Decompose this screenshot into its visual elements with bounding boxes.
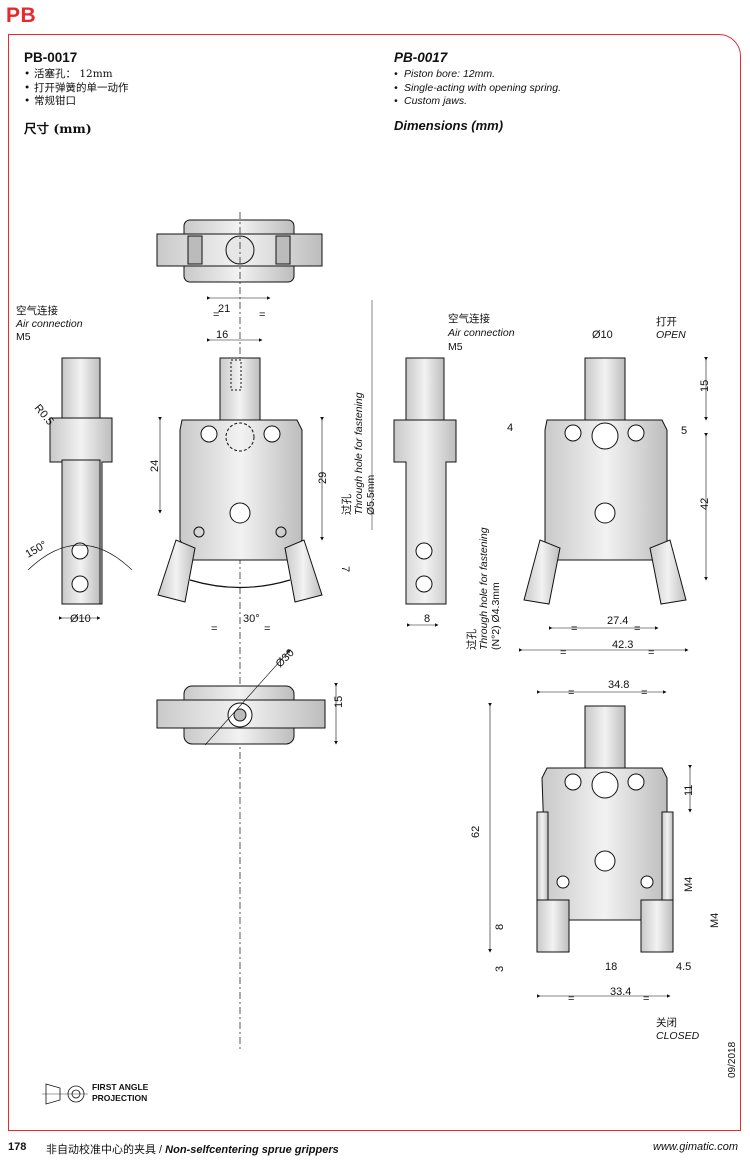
- bottom-view: [156, 649, 338, 746]
- dim-33-4: 33.4: [610, 986, 631, 998]
- footer-title: 非自动校准中心的夹具 / Non-selfcentering sprue gri…: [46, 1141, 339, 1157]
- equal-mark: =: [648, 647, 654, 659]
- dim-150deg: 150°: [24, 539, 50, 561]
- dim-42: 42: [699, 498, 711, 510]
- side-view-middle: [371, 300, 457, 627]
- dim-11: 11: [683, 785, 695, 796]
- dim-d10-left: Ø10: [70, 613, 91, 625]
- air-connection-en-label-2: Air connection: [447, 327, 515, 339]
- dim-8: 8: [424, 613, 430, 625]
- front-view: [157, 296, 324, 603]
- model-title-cn: PB-0017: [24, 50, 78, 65]
- air-connection-cn-label-2: 空气连接: [448, 312, 490, 325]
- closed-cn-label: 关闭: [656, 1016, 677, 1029]
- dim-5: 5: [681, 425, 687, 437]
- footer-title-en: Non-selfcentering sprue grippers: [165, 1144, 339, 1156]
- through-hole-en-label-2: Through hole for fastening: [478, 527, 490, 650]
- dim-18: 18: [605, 961, 617, 973]
- dim-d30: Ø30: [274, 647, 297, 670]
- dims-title-en: Dimensions (mm): [394, 117, 504, 133]
- footer-url[interactable]: www.gimatic.com: [653, 1141, 738, 1153]
- projection-line-2: PROJECTION: [92, 1093, 148, 1103]
- feature-list-cn: 活塞孔： 12mm 打开弹簧的单一动作 常规钳口: [24, 68, 129, 109]
- equal-mark: =: [641, 687, 647, 699]
- through-hole-cn-label: 过孔: [340, 494, 353, 515]
- through-hole-size-label: Ø5.5mm: [365, 474, 377, 515]
- air-connection-en-label: Air connection: [15, 318, 83, 330]
- feature-item: 常规钳口: [24, 95, 129, 109]
- equal-mark: =: [568, 687, 574, 699]
- model-title-en: PB-0017: [394, 50, 448, 65]
- open-cn-label: 打开: [656, 315, 677, 328]
- dim-29: 29: [317, 472, 329, 484]
- side-view-left: [27, 357, 133, 620]
- equal-mark: =: [643, 993, 649, 1005]
- equal-mark: =: [213, 309, 219, 321]
- dim-8-closed: 8: [494, 924, 506, 930]
- through-hole-size-label-2: (N°2) Ø4.3mm: [490, 582, 502, 650]
- projection-label: FIRST ANGLE PROJECTION: [92, 1082, 148, 1104]
- dim-27-4: 27.4: [607, 615, 628, 627]
- en-spec-block: PB-0017 Piston bore: 12mm. Single-acting…: [394, 50, 561, 133]
- m5-label: M5: [16, 331, 31, 343]
- dim-15-open: 15: [699, 380, 711, 392]
- dim-30deg: 30°: [243, 613, 260, 625]
- dims-title-cn: 尺寸 (mm): [24, 120, 92, 136]
- closed-en-label: CLOSED: [656, 1030, 700, 1042]
- dim-m4-a: M4: [683, 877, 695, 892]
- dim-24: 24: [149, 460, 161, 472]
- dim-15-bottom: 15: [333, 696, 345, 708]
- equal-mark: =: [634, 623, 640, 635]
- feature-item: Custom jaws.: [394, 95, 561, 109]
- dim-16: 16: [216, 329, 228, 341]
- through-hole-cn-label-2: 过孔: [465, 629, 478, 650]
- equal-mark: =: [571, 623, 577, 635]
- dim-21: 21: [218, 303, 230, 315]
- dim-d10-open: Ø10: [592, 329, 613, 341]
- feature-item: 打开弹簧的单一动作: [24, 82, 129, 96]
- projection-line-1: FIRST ANGLE: [92, 1082, 149, 1092]
- front-view-open: [519, 357, 708, 652]
- front-view-closed: [488, 690, 692, 998]
- dim-m4-b: M4: [709, 913, 721, 928]
- projection-symbol-icon: [42, 1083, 88, 1105]
- equal-mark: =: [560, 647, 566, 659]
- open-en-label: OPEN: [656, 329, 686, 341]
- feature-item: 活塞孔： 12mm: [24, 68, 129, 82]
- through-hole-en-label: Through hole for fastening: [353, 392, 365, 515]
- dim-3: 3: [494, 966, 506, 972]
- page-number: 178: [8, 1141, 27, 1153]
- equal-mark: =: [568, 993, 574, 1005]
- equal-mark: =: [259, 309, 265, 321]
- dim-4-5: 4.5: [676, 961, 691, 973]
- air-connection-cn-label: 空气连接: [16, 304, 58, 317]
- dim-4: 4: [507, 422, 513, 434]
- feature-item: Piston bore: 12mm.: [394, 68, 561, 82]
- dim-42-3: 42.3: [612, 639, 633, 651]
- feature-list-en: Piston bore: 12mm. Single-acting with op…: [394, 68, 561, 109]
- cn-spec-block: PB-0017 活塞孔： 12mm 打开弹簧的单一动作 常规钳口 尺寸 (mm): [24, 50, 129, 137]
- date-label: 09/2018: [727, 1041, 738, 1078]
- feature-item: Single-acting with opening spring.: [394, 82, 561, 96]
- equal-mark: =: [264, 623, 270, 635]
- page-frame: [8, 34, 741, 1131]
- dim-34-8: 34.8: [608, 679, 629, 691]
- dim-7: 7: [339, 566, 351, 572]
- section-tag: PB: [6, 4, 37, 27]
- dim-62: 62: [470, 826, 482, 838]
- top-view: [156, 212, 323, 1050]
- m5-label-2: M5: [448, 341, 463, 353]
- footer-title-cn: 非自动校准中心的夹具 /: [46, 1144, 166, 1156]
- equal-mark: =: [211, 623, 217, 635]
